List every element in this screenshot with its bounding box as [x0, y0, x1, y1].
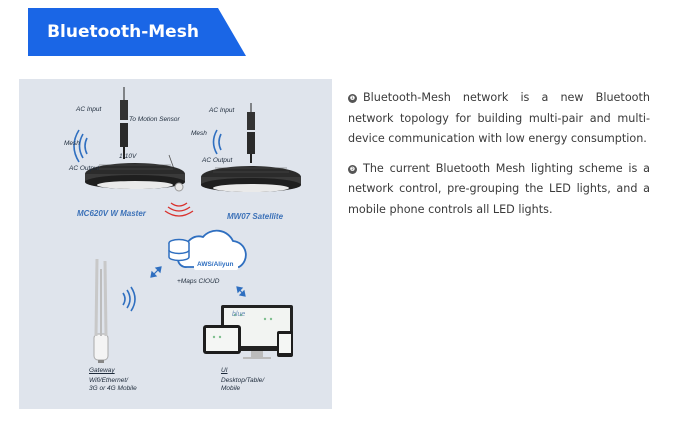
paragraph-1-text: Bluetooth-Mesh network is a new Bluetoot… — [348, 91, 650, 145]
bullet-1-icon: ❶ — [348, 94, 357, 103]
paragraph-2-text: The current Bluetooth Mesh lighting sche… — [348, 161, 650, 216]
cloud-sublabel: +Maps CIOUD — [177, 278, 220, 285]
ui-devices — [203, 305, 293, 359]
gateway-wave-icon — [122, 286, 136, 312]
banner-shape — [28, 8, 246, 56]
connection-arrows — [150, 266, 246, 297]
master-mesh-label: Mesh — [64, 140, 80, 147]
bullet-2-icon: ❷ — [348, 164, 357, 174]
ui-desc-line2: Mobile — [221, 385, 241, 392]
ui-title: UI — [221, 367, 228, 374]
gateway-device — [93, 258, 109, 363]
master-fixture-name: MC620V W Master — [77, 209, 146, 218]
satellite-ac-output-label: AC Output — [202, 157, 233, 164]
master-mesh-wave-icon — [73, 129, 88, 163]
cloud-icon — [168, 229, 247, 270]
satellite-ac-input-label: AC Input — [209, 107, 235, 114]
master-fixture — [85, 87, 194, 217]
gateway-desc-line1: Wifi/Ethernet/ — [89, 377, 128, 384]
satellite-mesh-label: Mesh — [191, 130, 207, 137]
database-icon — [168, 238, 190, 262]
diagram-graphics — [73, 87, 301, 363]
satellite-fixture — [201, 103, 301, 192]
master-ac-output-label: AC Output — [69, 165, 100, 172]
ui-screen-text: blue — [232, 311, 246, 318]
master-ac-input-label: AC Input — [76, 106, 102, 113]
gateway-title: Gateway — [89, 367, 115, 374]
bluetooth-mesh-diagram: AC Input To Motion Sensor Mesh 1-10V AC … — [19, 79, 332, 409]
satellite-fixture-name: MW07 Satellite — [227, 212, 284, 221]
master-motion-sensor-label: To Motion Sensor — [129, 116, 180, 123]
gateway-desc-line2: 3G or 4G Mobile — [89, 385, 137, 392]
ui-desc-line1: Desktop/Table/ — [221, 377, 265, 384]
cloud-label: AWS/Aliyun — [197, 261, 234, 268]
master-dimming-label: 1-10V — [119, 153, 137, 160]
title-banner: Bluetooth-Mesh — [28, 8, 246, 56]
satellite-mesh-wave-icon — [212, 129, 222, 155]
banner-title: Bluetooth-Mesh — [47, 22, 199, 42]
